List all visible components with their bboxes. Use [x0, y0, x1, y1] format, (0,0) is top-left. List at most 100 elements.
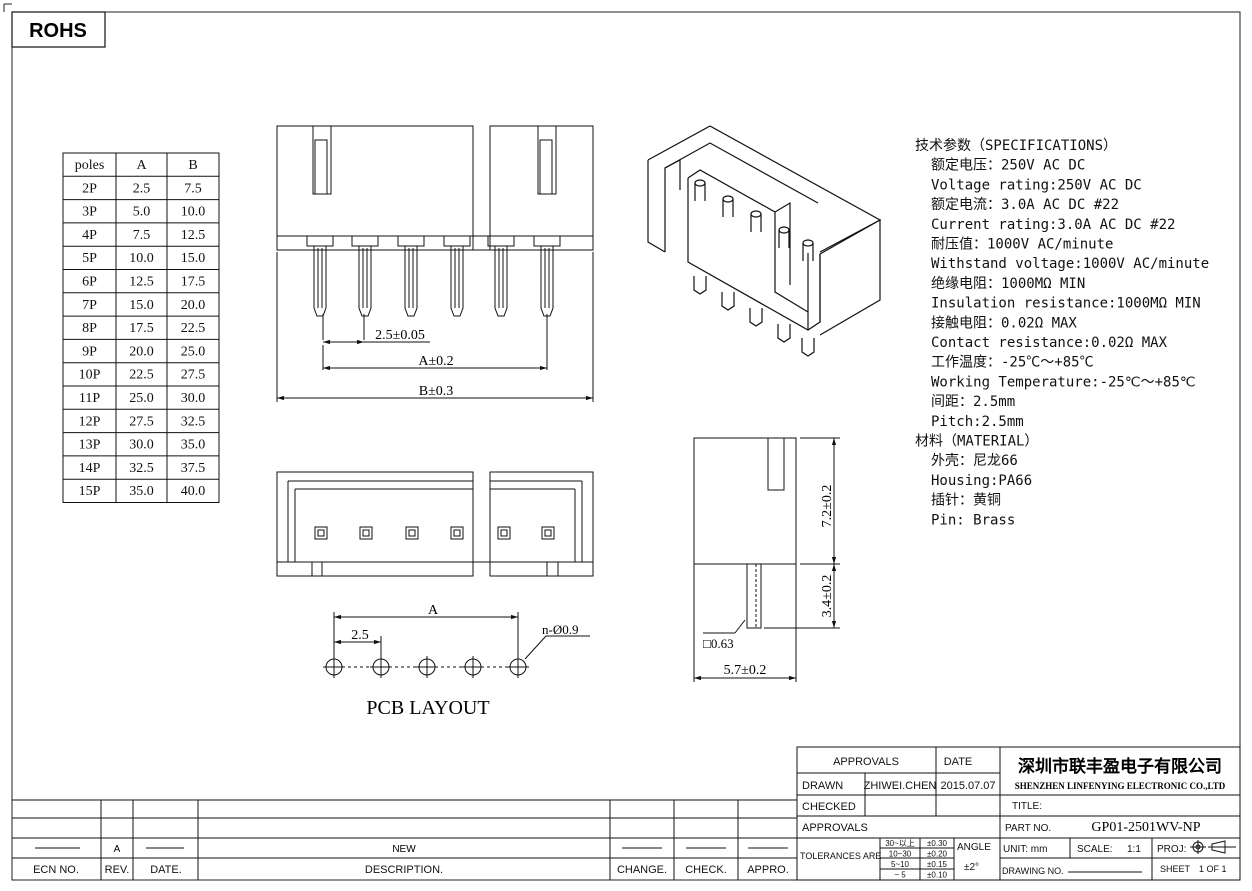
tolerance-range: ~ 5 — [894, 871, 906, 880]
table-cell: 15P — [79, 484, 101, 499]
unit-label: UNIT: mm — [1003, 844, 1047, 855]
pin-pad — [397, 235, 425, 247]
pin — [540, 246, 554, 317]
pin-square — [405, 526, 419, 540]
table-cell: 14P — [79, 461, 101, 476]
pin-square — [314, 526, 328, 540]
hole-dia-label: n-Ø0.9 — [542, 622, 578, 637]
pin-square-inner — [500, 529, 508, 537]
top-view — [276, 471, 594, 577]
part-number: GP01-2501WV-NP — [1091, 820, 1200, 835]
iso-pin-tip — [722, 195, 734, 203]
title-block — [796, 746, 1241, 881]
tolerance-range: 10~30 — [889, 850, 912, 859]
side-view — [693, 437, 840, 682]
revision-header: DESCRIPTION. — [365, 864, 443, 876]
pin-pad — [306, 235, 334, 247]
spec-line: Pitch:2.5mm — [931, 414, 1024, 430]
spec-line: 技术参数（SPECIFICATIONS） — [915, 137, 1117, 154]
revision-header: DATE. — [150, 864, 182, 876]
checked-label: CHECKED — [802, 801, 856, 813]
pin-pad — [487, 235, 515, 247]
pin-square — [497, 526, 511, 540]
spec-line: 额定电压：250V AC DC — [931, 158, 1085, 174]
iso-bottom-pin — [721, 292, 735, 311]
table-cell: 5.0 — [133, 205, 151, 220]
table-cell: 35.0 — [129, 484, 154, 499]
table-cell: 17.5 — [129, 321, 154, 336]
specifications: 技术参数（SPECIFICATIONS） 额定电压：250V AC DC Volta… — [915, 137, 1209, 528]
drawing-no-label: DRAWING NO. — [1002, 866, 1064, 876]
pin — [494, 246, 508, 317]
iso-bottom-pin — [777, 324, 791, 343]
revision-header: CHECK. — [685, 864, 727, 876]
projection-symbol — [1190, 840, 1236, 854]
iso-pin — [778, 230, 790, 248]
pin-square — [541, 526, 555, 540]
spec-line: Contact resistance:0.02Ω MAX — [931, 335, 1168, 351]
b-dim-label: B±0.3 — [419, 384, 454, 399]
rev-value: A — [114, 844, 121, 855]
company-name-cn: 深圳市联丰盈电子有限公司 — [1018, 756, 1222, 776]
revision-header: ECN NO. — [33, 864, 79, 876]
title-label: TITLE: — [1012, 801, 1042, 812]
sheet-value: 1 OF 1 — [1199, 864, 1227, 874]
iso-bottom-pin — [693, 276, 707, 295]
spec-line: Voltage rating:250V AC DC — [931, 177, 1142, 193]
spec-line: Current rating:3.0A AC DC #22 — [931, 217, 1175, 233]
drawn-by: ZHIWEI.CHEN — [864, 780, 937, 792]
isometric-view — [647, 125, 882, 357]
table-cell: 25.0 — [129, 391, 154, 406]
table-header-cell: A — [136, 158, 147, 173]
table-cell: 22.5 — [129, 368, 154, 383]
table-cell: 5P — [82, 251, 97, 266]
spec-line: 耐压值：1000V AC/minute — [931, 237, 1113, 253]
table-cell: 37.5 — [181, 461, 206, 476]
table-cell: 13P — [79, 438, 101, 453]
spec-line: 材料（MATERIAL） — [915, 434, 1038, 450]
table-cell: 6P — [82, 275, 97, 290]
table-cell: 20.0 — [181, 298, 206, 313]
table-header-cell: poles — [75, 158, 105, 173]
rohs-badge: ROHS — [11, 11, 106, 48]
pin-pad — [533, 235, 561, 247]
tolerances-label: TOLERANCES ARE — [800, 851, 881, 861]
iso-pin-tip — [778, 226, 790, 234]
table-cell: 17.5 — [181, 275, 206, 290]
tolerance-value: ±0.15 — [927, 860, 948, 869]
pcb-pitch-label: 2.5 — [351, 628, 369, 643]
spec-line: 外壳：尼龙66 — [931, 452, 1018, 469]
tolerance-value: ±0.10 — [927, 871, 948, 880]
sheet-label: SHEET — [1160, 864, 1191, 874]
height-pin-label: 3.4±0.2 — [820, 575, 835, 618]
table-cell: 35.0 — [181, 438, 206, 453]
revision-block — [12, 799, 797, 880]
scale-label: SCALE: — [1077, 844, 1113, 855]
spec-line: 接触电阻：0.02Ω MAX — [931, 314, 1077, 331]
a-dim-label: A±0.2 — [418, 354, 453, 369]
pin-square-inner — [362, 529, 370, 537]
table-cell: 20.0 — [129, 344, 154, 359]
spec-line: Insulation resistance:1000MΩ MIN — [931, 296, 1201, 312]
iso-pin — [694, 183, 706, 201]
approvals-header: APPROVALS — [833, 756, 899, 768]
tolerance-value: ±0.20 — [927, 850, 948, 859]
sheet-border — [11, 11, 1241, 881]
table-cell: 8P — [82, 321, 97, 336]
height-top-label: 7.2±0.2 — [820, 485, 835, 528]
table-cell: 12.5 — [129, 275, 154, 290]
iso-bottom-pin — [801, 338, 815, 357]
table-cell: 27.5 — [129, 414, 154, 429]
pin-square-inner — [453, 529, 461, 537]
table-header-cell: B — [188, 158, 197, 173]
spec-line: 额定电流：3.0A AC DC #22 — [931, 197, 1119, 213]
table-cell: 40.0 — [181, 484, 206, 499]
iso-pin-tip — [750, 210, 762, 218]
tolerance-value: ±0.30 — [927, 839, 948, 848]
scale-value: 1:1 — [1127, 844, 1141, 855]
proj-label: PROJ: — [1157, 844, 1186, 855]
table-cell: 7P — [82, 298, 97, 313]
table-cell: 15.0 — [181, 251, 206, 266]
